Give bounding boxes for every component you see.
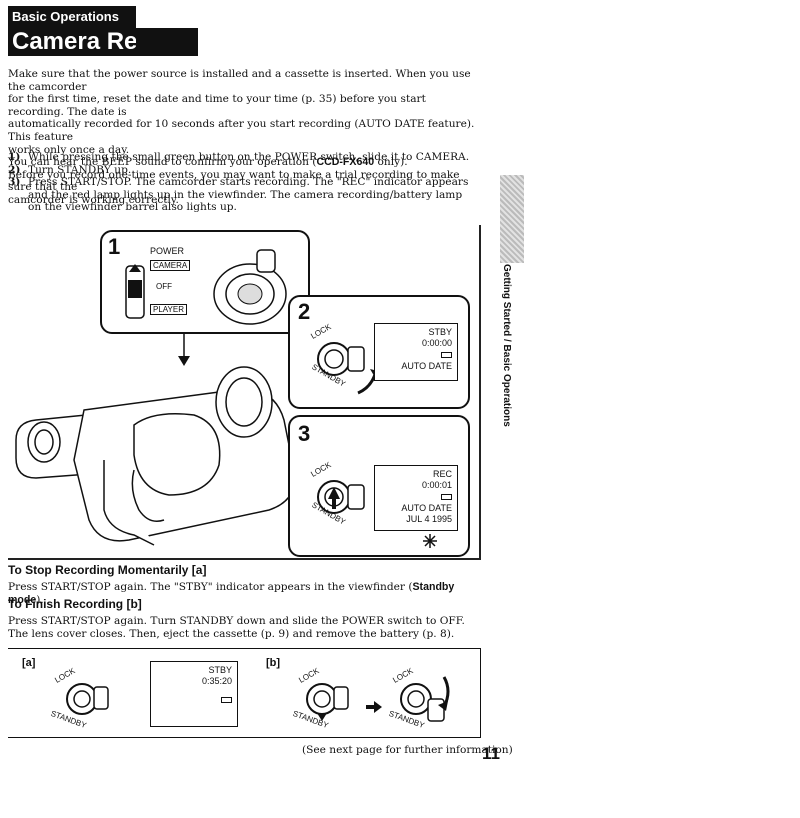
power-switch-icon [125, 264, 145, 319]
camcorder-illustration [15, 330, 296, 546]
divider-line [479, 225, 481, 560]
intro-line: automatically recorded for 10 seconds af… [8, 118, 475, 143]
intro-line: You can hear the BEEP sound to confirm y… [8, 156, 408, 169]
intro-line: Before you record one-time events, you m… [8, 168, 460, 194]
player-label: PLAYER [150, 304, 187, 315]
standby-dial-icon [66, 683, 109, 715]
standby-dial-icon [306, 683, 349, 721]
intro-line: for the first time, reset the date and t… [8, 93, 426, 118]
figure-a-label: [a] [22, 657, 36, 669]
finish-text: Press START/STOP again. Turn STANDBY dow… [8, 615, 465, 640]
finish-heading: To Finish Recording [b] [8, 597, 142, 611]
lens-icon [213, 249, 287, 325]
off-label: OFF [156, 282, 172, 291]
section-label: Basic Operations [12, 9, 119, 24]
time-counter: 0:35:20 [201, 676, 232, 686]
status-indicator: STBY [208, 665, 232, 675]
figure-panel-2: 2 LOCK STANDBY STBY 0:00:00 AUTO DATE [288, 295, 470, 409]
date-indicator: JUL 4 1995 [406, 514, 452, 524]
time-counter: 0:00:01 [421, 480, 452, 490]
bottom-figure: [a] [b] LOCK STANDBY STBY 0:35:20 LOCK S… [8, 648, 481, 738]
camera-label: CAMERA [150, 260, 191, 271]
page-number: 11 [482, 744, 500, 763]
autodate-indicator: AUTO DATE [401, 503, 452, 513]
status-indicator: REC [432, 469, 452, 479]
status-indicator: STBY [428, 327, 452, 337]
viewfinder-display: STBY 0:00:00 AUTO DATE [374, 323, 458, 381]
standby-dial-icon [317, 480, 365, 514]
battery-icon [441, 494, 452, 500]
figure-panel-1: 1 POWER CAMERA OFF PLAYER [100, 230, 310, 334]
model-name: CCD-FX640 [316, 156, 375, 169]
step-item: 1)While pressing the small green button … [8, 151, 470, 163]
standby-dial-icon [400, 676, 450, 722]
intro-text: Make sure that the power source is insta… [8, 68, 478, 207]
figure-bottom-rule [8, 558, 480, 560]
power-label: POWER [150, 246, 185, 256]
side-section-label: Getting Started / Basic Operations [501, 264, 512, 427]
stop-text: Press START/STOP again. The "STBY" indic… [8, 581, 455, 606]
header-bar [136, 28, 198, 56]
panel-number: 3 [298, 421, 311, 446]
figure-b-label: [b] [266, 657, 281, 669]
autodate-indicator: AUTO DATE [401, 361, 452, 371]
step-item: 3)Press START/STOP. The camcorder starts… [8, 176, 469, 214]
intro-line: works only once a day. [8, 143, 130, 156]
arrow-right-icon [366, 701, 382, 713]
recording-lamp-icon [423, 534, 437, 548]
figure-panel-3: 3 LOCK STANDBY REC 0:00:01 AUTO DATE JUL… [288, 415, 470, 557]
battery-icon [221, 697, 232, 703]
viewfinder-display: REC 0:00:01 AUTO DATE JUL 4 1995 [374, 465, 458, 531]
time-counter: 0:00:00 [421, 338, 452, 348]
viewfinder-display: STBY 0:35:20 [150, 661, 238, 727]
battery-icon [441, 352, 452, 358]
intro-line: Make sure that the power source is insta… [8, 68, 471, 93]
side-tab-shade [500, 175, 524, 263]
steps-list: 1)While pressing the small green button … [8, 151, 478, 214]
step-item: 2)Turn STANDBY up. [8, 163, 132, 176]
panel-number: 1 [108, 234, 121, 259]
intro-line: camcorder is working correctly. [8, 193, 179, 206]
header-block: Basic Operations Camera Recording [8, 6, 225, 56]
continuation-note: (See next page for further information) [302, 744, 513, 756]
panel-number: 2 [298, 299, 311, 324]
stop-heading: To Stop Recording Momentarily [a] [8, 563, 207, 577]
